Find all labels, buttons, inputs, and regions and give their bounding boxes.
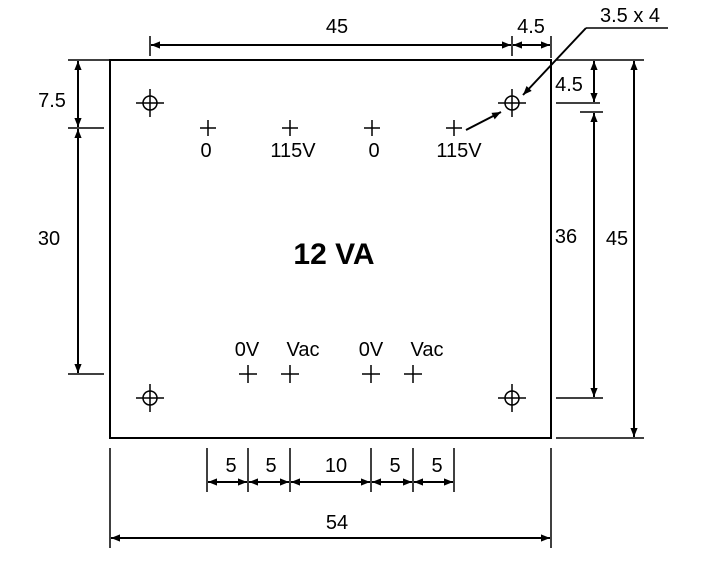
dim-bottom-total-width [109,448,552,548]
dim-right-inner-span [556,111,603,399]
bottom-pin-label-1: 0V [235,339,260,361]
dim-top-pitch [149,36,513,56]
dim-bottom-total-width-label: 54 [326,512,348,534]
dim-top-right-offset [513,36,552,58]
bottom-pin-label-4: Vac [411,339,444,361]
bottom-pin-markers [239,365,422,383]
mounting-hole-bottom-right [498,384,526,412]
dim-bottom-spacing-4: 5 [389,455,400,477]
dim-right-top-offset [556,61,600,104]
hole-callout-leader [465,27,668,131]
top-pin-label-4: 115V [436,140,482,162]
top-pin-markers [200,120,462,136]
mounting-hole-top-right [498,89,526,117]
board-outline [109,59,552,439]
dim-bottom-spacing-3: 10 [325,455,347,477]
mounting-hole-top-left [136,89,164,117]
dim-left-top-offset [68,59,110,129]
dim-right-total-height-label: 45 [606,228,628,250]
hole-callout-label: 3.5 x 4 [600,5,660,27]
dim-left-span [68,129,104,375]
dim-right-total-height [556,59,644,439]
rating-label: 12 VA [293,238,374,271]
dim-top-pitch-label: 45 [326,16,348,38]
bottom-pin-label-3: 0V [359,339,384,361]
dim-right-top-offset-label: 4.5 [555,74,583,96]
dim-bottom-spacing-2: 5 [265,455,276,477]
dim-bottom-spacing-5: 5 [431,455,442,477]
top-pin-label-3: 0 [368,140,379,162]
top-pin-label-1: 0 [200,140,211,162]
bottom-pin-label-2: Vac [287,339,320,361]
dim-right-inner-span-label: 36 [555,226,577,248]
dim-bottom-spacings [206,448,455,492]
dim-bottom-spacing-1: 5 [225,455,236,477]
dim-top-right-offset-label: 4.5 [517,16,545,38]
dim-left-top-offset-label: 7.5 [38,90,66,112]
top-pin-label-2: 115V [270,140,316,162]
mounting-hole-bottom-left [136,384,164,412]
dim-left-span-label: 30 [38,228,60,250]
